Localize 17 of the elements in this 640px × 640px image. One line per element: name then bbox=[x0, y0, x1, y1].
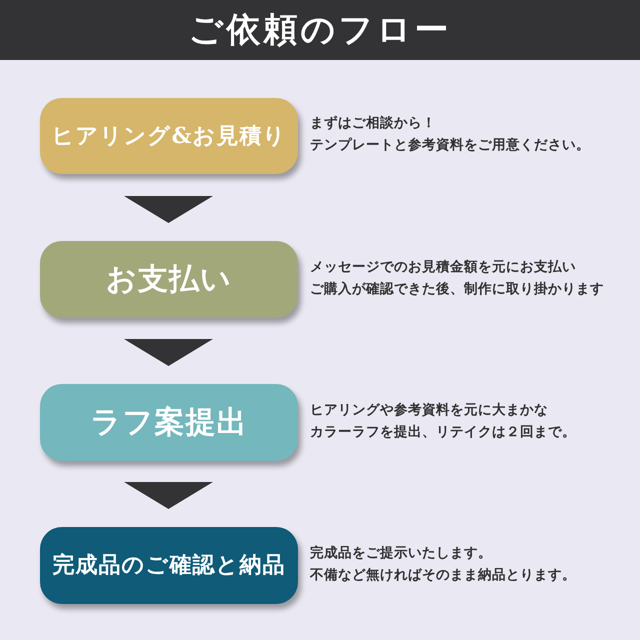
step-description: ヒアリングや参考資料を元に大まかな bbox=[310, 400, 548, 420]
step-title: 完成品のご確認と納品 bbox=[52, 553, 286, 578]
step-description: まずはご相談から！ bbox=[310, 114, 436, 133]
step-title: お支払い bbox=[106, 263, 232, 296]
step-box bbox=[40, 527, 298, 604]
step-box bbox=[40, 241, 298, 318]
step-title: ヒアリング&お見積り bbox=[52, 124, 286, 148]
step-description: メッセージでのお見積金額を元にお支払い bbox=[310, 258, 576, 276]
title: ご依頼のフロー bbox=[188, 13, 452, 47]
step-box bbox=[40, 384, 298, 461]
step-description: ご購入が確認できた後、制作に取り掛かります bbox=[310, 280, 604, 298]
step-box bbox=[40, 98, 298, 174]
step-description: 不備など無ければそのまま納品とります。 bbox=[310, 566, 576, 584]
step-description: 完成品をご提示いたします。 bbox=[310, 544, 492, 562]
step-description: カラーラフを提出、リテイクは２回まで。 bbox=[310, 422, 576, 442]
step-description: テンプレートと参考資料をご用意ください。 bbox=[310, 136, 590, 155]
step-title: ラフ案提出 bbox=[90, 406, 248, 439]
